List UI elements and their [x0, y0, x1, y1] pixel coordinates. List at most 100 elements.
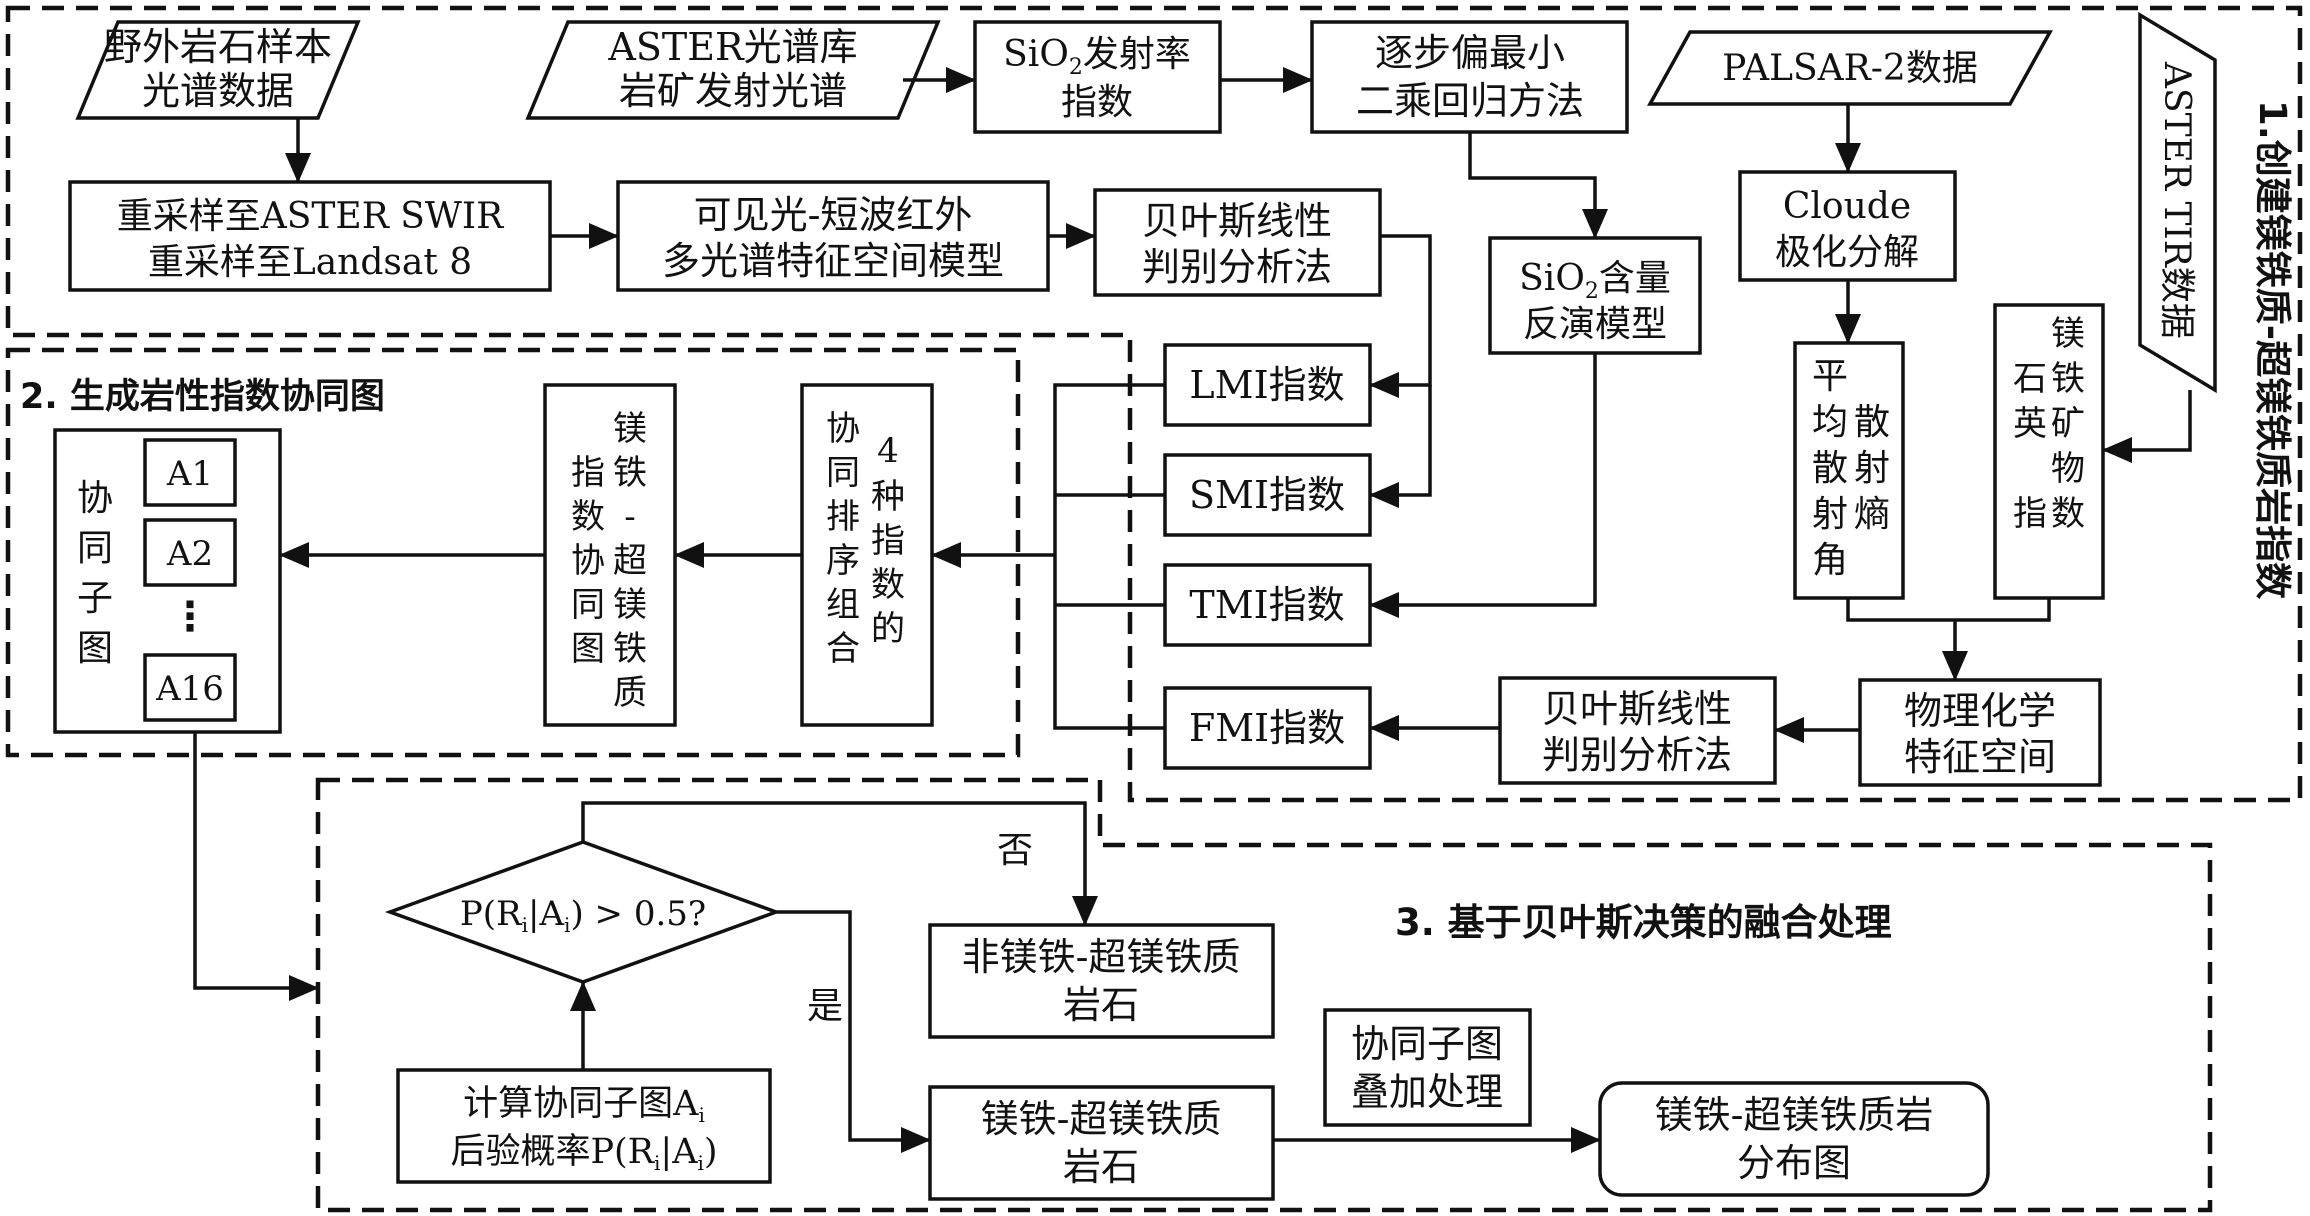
- edge-pls-to-sio2model: [1468, 132, 1608, 239]
- decision-yes-label: 是: [807, 986, 843, 1027]
- svg-text:熵: 熵: [1854, 494, 1890, 535]
- resample-node: 重采样至ASTER SWIR 重采样至Landsat 8: [68, 180, 552, 292]
- smi-index-node: SMI指数: [1163, 453, 1372, 537]
- svg-text:序: 序: [826, 541, 860, 581]
- svg-text:图: 图: [571, 629, 605, 669]
- svg-text:-: -: [624, 497, 636, 537]
- svg-text:SiO2含量: SiO2含量: [1519, 258, 1671, 304]
- svg-text:射: 射: [1812, 494, 1848, 535]
- four-index-combination-node: 协 同 排 序 组 合 4 种 指 数 的: [800, 383, 934, 727]
- svg-text:⋮: ⋮: [170, 594, 210, 640]
- non-mafic-rock-node: 非镁铁-超镁铁质 岩石: [928, 923, 1275, 1039]
- svg-text:A1: A1: [166, 454, 213, 494]
- svg-text:野外岩石样本: 野外岩石样本: [104, 25, 332, 69]
- svg-text:可见光-短波红外: 可见光-短波红外: [694, 193, 973, 237]
- svg-text:英: 英: [2013, 404, 2047, 444]
- bayes-discriminant-node-2: 贝叶斯线性 判别分析法: [1498, 676, 1777, 785]
- svg-text:TMI指数: TMI指数: [1189, 583, 1344, 627]
- subplot-overlay-node: 协同子图 叠加处理: [1323, 1008, 1532, 1127]
- mafic-quartz-mineral-index-node: 镁 铁 矿 物 数 石 英 指: [1993, 303, 2105, 600]
- svg-text:A16: A16: [155, 669, 224, 709]
- section3-title: 3. 基于贝叶斯决策的融合处理: [1395, 901, 1892, 944]
- svg-text:重采样至ASTER SWIR: 重采样至ASTER SWIR: [117, 196, 504, 237]
- svg-text:协: 协: [77, 478, 113, 519]
- svg-text:指数: 指数: [1061, 82, 1133, 123]
- svg-text:散: 散: [1812, 448, 1848, 489]
- svg-text:矿: 矿: [2051, 404, 2085, 444]
- svg-text:ASTER TIR数据: ASTER TIR数据: [2156, 61, 2197, 339]
- physicochemical-feature-space-node: 物理化学 特征空间: [1858, 678, 2102, 787]
- section3-boundary: [315, 777, 2213, 1213]
- pls-regression-node: 逐步偏最小 二乘回归方法: [1310, 20, 1629, 134]
- svg-text:均: 均: [1812, 402, 1848, 443]
- svg-text:SMI指数: SMI指数: [1189, 473, 1345, 517]
- svg-text:Cloude: Cloude: [1783, 186, 1911, 227]
- svg-text:分布图: 分布图: [1737, 1141, 1851, 1185]
- fmi-index-node: FMI指数: [1163, 686, 1372, 770]
- svg-text:超: 超: [613, 541, 647, 581]
- svg-text:镁: 镁: [613, 585, 647, 625]
- sio2-emissivity-index-node: SiO2发射率 指数: [973, 20, 1222, 134]
- edge-indices-bracket: [1053, 383, 1165, 730]
- svg-text:组: 组: [826, 585, 860, 625]
- lmi-index-node: LMI指数: [1163, 343, 1372, 427]
- entropy-scattering-angle-node: 平 均 散 射 角 散 射 熵: [1793, 341, 1905, 600]
- svg-text:SiO2发射率: SiO2发射率: [1003, 34, 1191, 80]
- posterior-threshold-decision: P(Ri|Ai) > 0.5?: [384, 840, 782, 984]
- svg-text:指: 指: [2013, 494, 2047, 534]
- svg-text:岩矿发射光谱: 岩矿发射光谱: [619, 69, 847, 113]
- svg-text:的: 的: [871, 609, 905, 649]
- svg-text:逐步偏最小: 逐步偏最小: [1375, 31, 1565, 75]
- svg-text:散: 散: [1854, 402, 1890, 443]
- svg-text:平: 平: [1812, 356, 1848, 397]
- edge-maficquartz-to-physchem: [1955, 598, 2051, 622]
- mafic-rock-node: 镁铁-超镁铁质 岩石: [928, 1085, 1275, 1201]
- edge-bayes1-to-smi: [1369, 385, 1432, 508]
- svg-text:种: 种: [871, 477, 905, 517]
- section2-title: 2. 生成岩性指数协同图: [20, 377, 385, 417]
- svg-text:反演模型: 反演模型: [1523, 304, 1667, 345]
- edge-decision-no: [581, 801, 1098, 926]
- svg-text:镁铁-超镁铁质: 镁铁-超镁铁质: [981, 1097, 1222, 1141]
- svg-text:物: 物: [2051, 449, 2085, 489]
- svg-text:判别分析法: 判别分析法: [1542, 733, 1732, 777]
- section2-boundary: [5, 347, 1021, 758]
- aster-tir-data-node: ASTER TIR数据: [2138, 11, 2217, 394]
- svg-text:排: 排: [826, 497, 860, 537]
- svg-text:岩石: 岩石: [1063, 1145, 1139, 1189]
- svg-text:同: 同: [77, 528, 113, 569]
- svg-text:计算协同子图Ai: 计算协同子图Ai: [463, 1084, 705, 1127]
- svg-text:石: 石: [2013, 359, 2047, 399]
- svg-text:协同子图: 协同子图: [1351, 1022, 1503, 1066]
- svg-text:铁: 铁: [613, 453, 647, 493]
- svg-text:非镁铁-超镁铁质: 非镁铁-超镁铁质: [962, 935, 1241, 979]
- cloude-decomposition-node: Cloude 极化分解: [1738, 170, 1957, 282]
- svg-text:同: 同: [571, 585, 605, 625]
- svg-text:二乘回归方法: 二乘回归方法: [1356, 79, 1584, 123]
- svg-text:叠加处理: 叠加处理: [1351, 1070, 1503, 1114]
- synergy-subplots-node: 协 同 子 图 A1 A2 ⋮ A16: [53, 428, 282, 734]
- edge-decision-yes: [776, 910, 931, 1153]
- svg-text:LMI指数: LMI指数: [1189, 363, 1344, 407]
- svg-text:FMI指数: FMI指数: [1189, 706, 1345, 750]
- svg-text:PALSAR-2数据: PALSAR-2数据: [1722, 48, 1978, 89]
- svg-text:极化分解: 极化分解: [1775, 232, 1919, 273]
- svg-text:物理化学: 物理化学: [1904, 689, 2056, 733]
- svg-text:贝叶斯线性: 贝叶斯线性: [1142, 199, 1332, 243]
- edge-astertir-to-maficquartz: [2102, 390, 2192, 463]
- palsar2-data-node: PALSAR-2数据: [1647, 30, 2053, 106]
- svg-text:指: 指: [871, 521, 905, 561]
- decision-no-label: 否: [997, 830, 1033, 871]
- svg-text:角: 角: [1812, 540, 1848, 581]
- svg-text:数: 数: [2051, 494, 2085, 534]
- svg-text:贝叶斯线性: 贝叶斯线性: [1542, 687, 1732, 731]
- svg-text:子: 子: [77, 578, 113, 619]
- section1-boundary: [5, 5, 2303, 803]
- svg-text:指: 指: [571, 453, 605, 493]
- svg-text:质: 质: [613, 673, 647, 713]
- svg-text:数: 数: [571, 497, 605, 537]
- svg-text:多光谱特征空间模型: 多光谱特征空间模型: [662, 239, 1004, 283]
- tmi-index-node: TMI指数: [1163, 563, 1372, 647]
- edge-entropy-to-physchem: [1846, 598, 1955, 622]
